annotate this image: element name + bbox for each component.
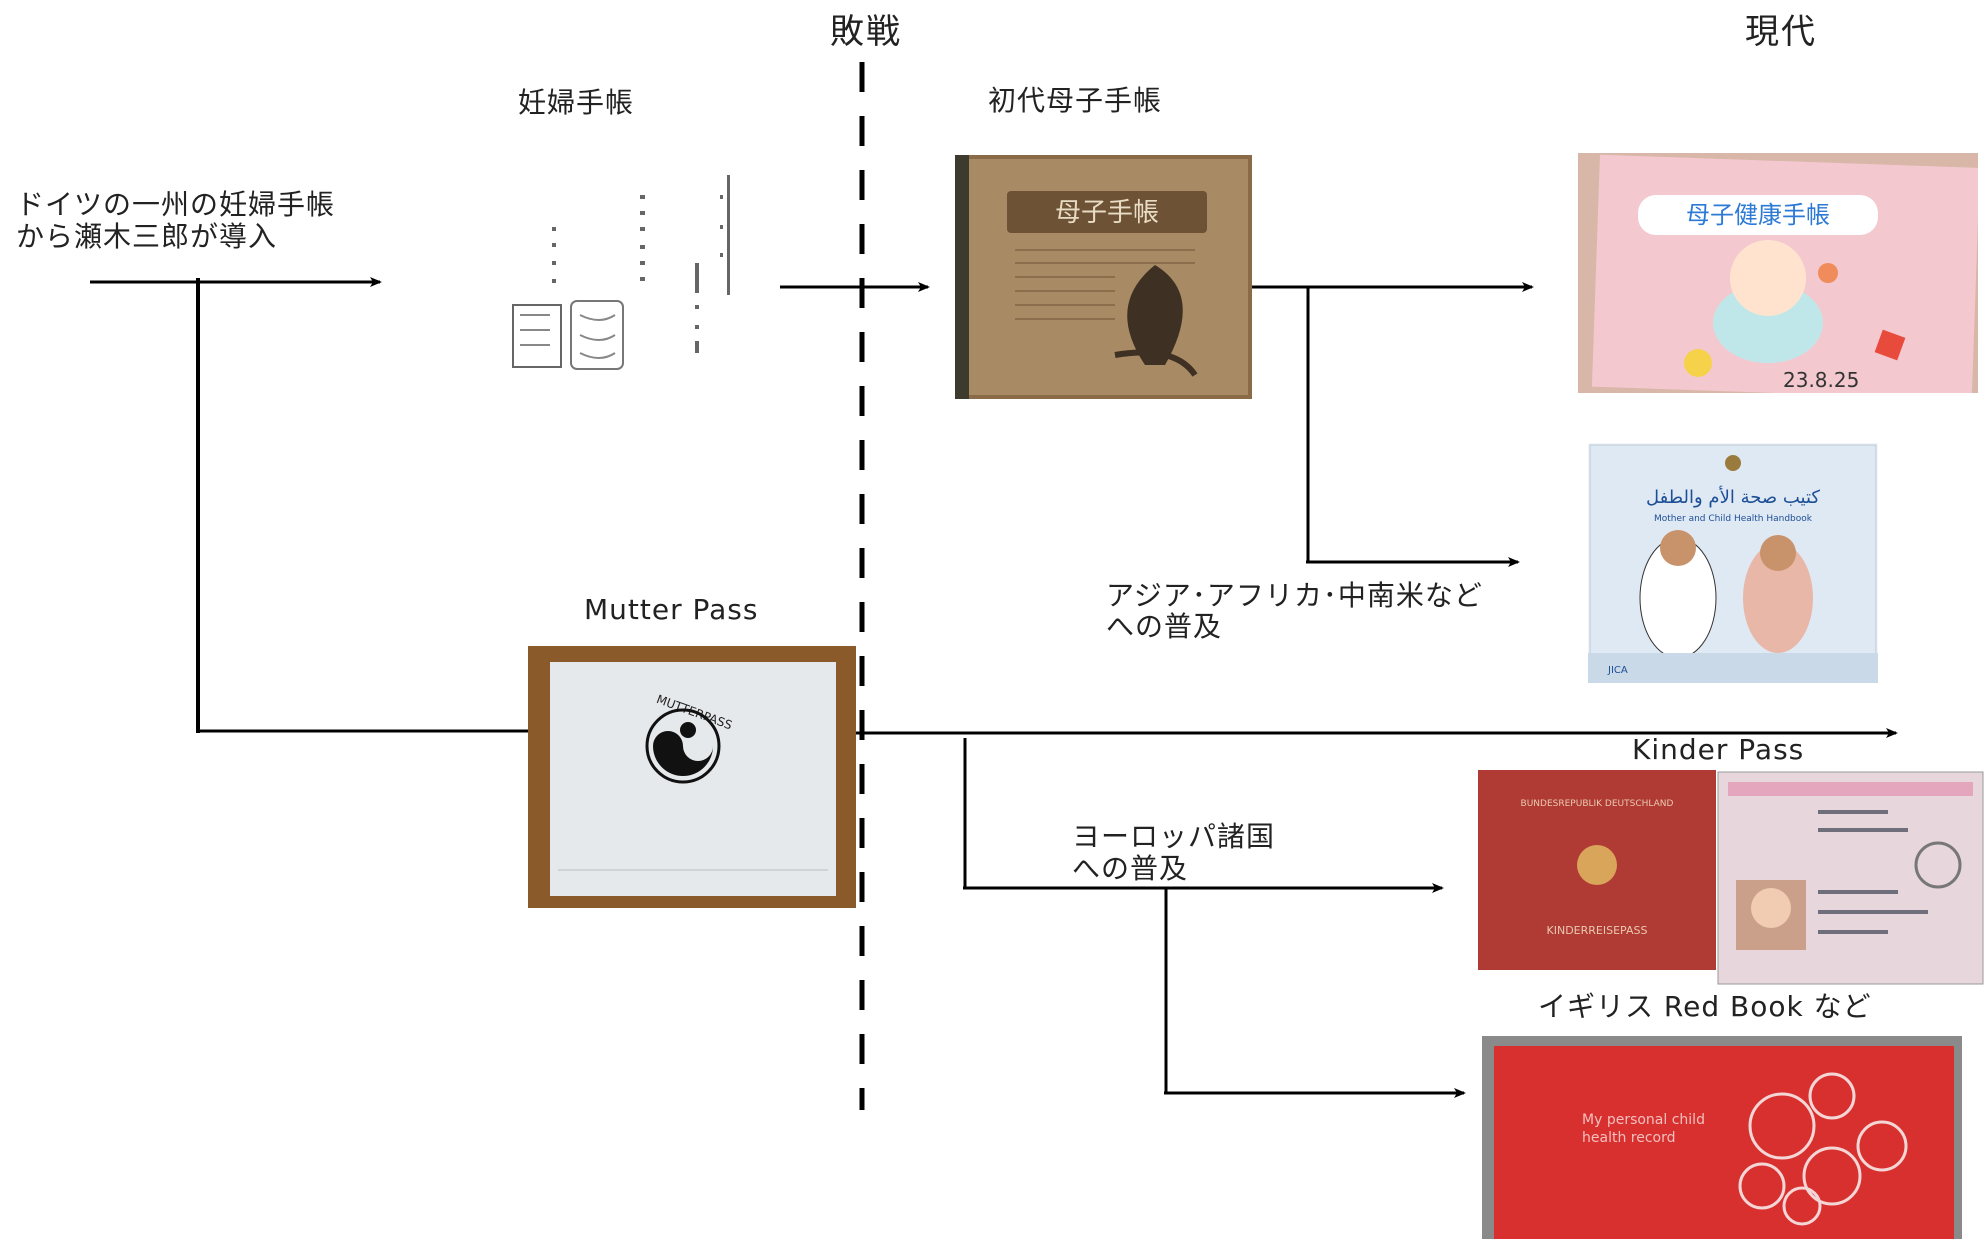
svg-text:母子健康手帳: 母子健康手帳: [1686, 201, 1830, 229]
svg-text:母子手帳: 母子手帳: [1055, 198, 1159, 228]
ninpu-techo-label: 妊婦手帳: [518, 86, 635, 119]
svg-text:23.8.25: 23.8.25: [1783, 368, 1859, 392]
first-boshi-techo-label: 初代母子手帳: [988, 84, 1163, 117]
ninpu-techo-image: [505, 165, 755, 385]
svg-text:My personal child: My personal child: [1582, 1112, 1705, 1128]
mutter-pass-image: MUTTERPASS: [528, 646, 856, 908]
germany-origin-label-line2: から瀬木三郎が導入: [16, 220, 278, 253]
svg-text:health record: health record: [1582, 1130, 1676, 1146]
spread-europe-label-line2: への普及: [1072, 852, 1189, 885]
kinder-pass-image: BUNDESREPUBLIK DEUTSCHLAND KINDERREISEPA…: [1478, 770, 1987, 992]
svg-text:KINDERREISEPASS: KINDERREISEPASS: [1547, 924, 1648, 937]
spread-europe-label-line1: ヨーロッパ諸国: [1072, 820, 1276, 853]
arabic-mch-handbook-image: كتيب صحة الأم والطفل Mother and Child He…: [1588, 443, 1878, 683]
present-header: 現代: [1745, 12, 1817, 52]
uk-red-book-image: My personal child health record: [1482, 1036, 1962, 1239]
spread-asia-label-line1: アジア･アフリカ･中南米など: [1106, 579, 1483, 612]
modern-boshi-kenko-techo-image: 母子健康手帳 23.8.25: [1578, 153, 1978, 393]
svg-text:كتيب صحة الأم والطفل: كتيب صحة الأم والطفل: [1646, 486, 1820, 508]
kinder-pass-label: Kinder Pass: [1632, 733, 1805, 766]
svg-text:BUNDESREPUBLIK DEUTSCHLAND: BUNDESREPUBLIK DEUTSCHLAND: [1521, 799, 1674, 809]
germany-origin-label-line1: ドイツの一州の妊婦手帳: [16, 188, 336, 221]
svg-text:JICA: JICA: [1607, 665, 1628, 676]
mutter-pass-label: Mutter Pass: [584, 593, 759, 626]
spread-asia-label-line2: への普及: [1106, 610, 1223, 643]
first-boshi-techo-image: 母子手帳: [955, 155, 1252, 399]
defeat-header: 敗戦: [830, 12, 902, 52]
svg-text:Mother and Child Health Handbo: Mother and Child Health Handbook: [1654, 514, 1813, 524]
uk-red-book-label: イギリス Red Book など: [1538, 990, 1872, 1023]
